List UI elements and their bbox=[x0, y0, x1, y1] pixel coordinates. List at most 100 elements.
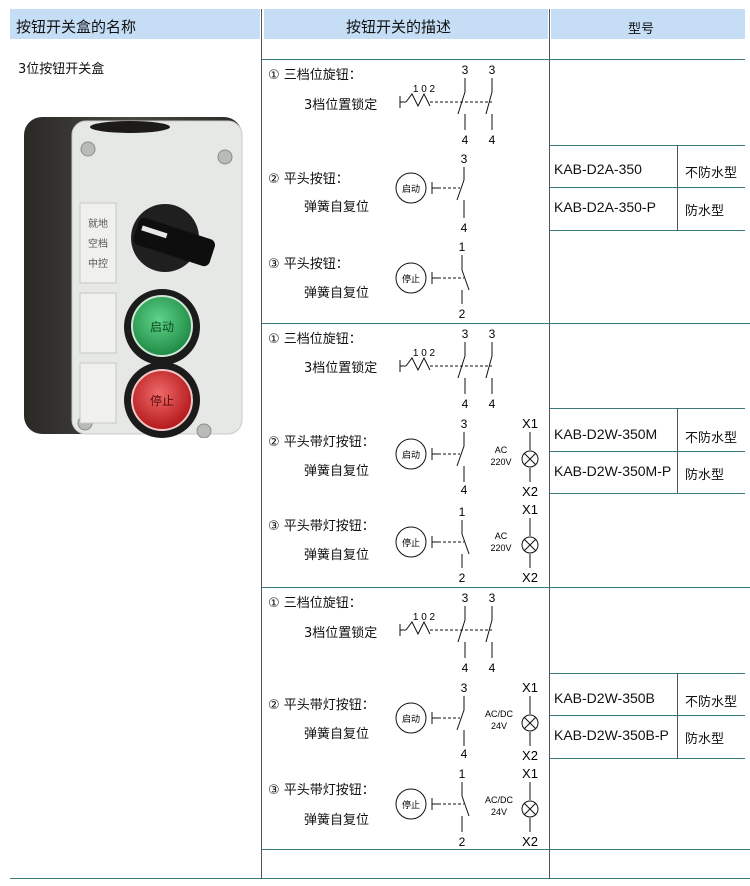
item-title: ② 平头带灯按钮： bbox=[268, 435, 375, 450]
svg-text:1: 1 bbox=[459, 240, 466, 254]
svg-text:3: 3 bbox=[489, 591, 496, 605]
row-line bbox=[262, 587, 750, 588]
column-divider-2 bbox=[549, 9, 550, 879]
model-divider bbox=[677, 673, 678, 758]
item-subtitle: 3档位置锁定 bbox=[304, 98, 378, 113]
start-icon bbox=[395, 438, 427, 470]
header-bar-1 bbox=[10, 9, 260, 39]
model-line bbox=[550, 451, 745, 452]
svg-text:3: 3 bbox=[489, 63, 496, 77]
stop-icon bbox=[395, 262, 427, 294]
svg-text:3: 3 bbox=[462, 327, 469, 341]
model-code: KAB-D2A-350 bbox=[554, 161, 642, 177]
model-line bbox=[550, 187, 745, 188]
model-code: KAB-D2W-350M-P bbox=[554, 463, 672, 479]
item-subtitle: 3档位置锁定 bbox=[304, 361, 378, 376]
model-type: 防水型 bbox=[685, 204, 725, 219]
item-title: ② 平头按钮： bbox=[268, 172, 349, 187]
svg-text:4: 4 bbox=[462, 397, 469, 411]
item-subtitle: 3档位置锁定 bbox=[304, 626, 378, 641]
svg-text:4: 4 bbox=[489, 661, 496, 675]
model-code: KAB-D2W-350B bbox=[554, 690, 655, 706]
svg-text:AC: AC bbox=[495, 531, 508, 541]
svg-text:停止: 停止 bbox=[402, 273, 420, 284]
svg-text:停止: 停止 bbox=[402, 537, 420, 548]
side-label: 空档 bbox=[88, 237, 108, 250]
svg-text:X1: X1 bbox=[522, 502, 538, 517]
svg-text:4: 4 bbox=[461, 221, 468, 235]
model-type: 防水型 bbox=[685, 732, 725, 747]
svg-text:AC: AC bbox=[495, 445, 508, 455]
stop-icon bbox=[395, 526, 427, 558]
model-code: KAB-D2W-350M bbox=[554, 426, 658, 442]
item-subtitle: 弹簧自复位 bbox=[304, 813, 370, 828]
pushbutton-symbol: 启动 3 4 bbox=[395, 152, 468, 235]
svg-text:2: 2 bbox=[459, 307, 466, 321]
start-icon bbox=[395, 702, 427, 734]
svg-text:1 0 2: 1 0 2 bbox=[413, 612, 436, 623]
svg-text:AC/DC: AC/DC bbox=[485, 709, 514, 719]
item-title: ③ 平头带灯按钮： bbox=[268, 519, 375, 534]
svg-text:X1: X1 bbox=[522, 680, 538, 695]
svg-text:启动: 启动 bbox=[402, 183, 420, 194]
svg-text:1 0 2: 1 0 2 bbox=[413, 84, 436, 95]
svg-text:启动: 启动 bbox=[150, 320, 174, 334]
svg-text:AC/DC: AC/DC bbox=[485, 795, 514, 805]
svg-text:X1: X1 bbox=[522, 766, 538, 781]
svg-text:2: 2 bbox=[459, 835, 466, 849]
side-label: 中控 bbox=[88, 257, 108, 270]
stop-button bbox=[131, 369, 193, 431]
rotary-switch-symbol: 3 3 4 4 1 0 2 bbox=[399, 591, 496, 675]
lamp-pushbutton-symbol: 停止 1 2 X1 X2 AC 220V bbox=[395, 502, 539, 585]
item-title: ③ 平头按钮： bbox=[268, 257, 349, 272]
screw-icon bbox=[196, 423, 212, 438]
svg-text:1: 1 bbox=[459, 767, 466, 781]
model-line bbox=[550, 673, 745, 674]
svg-text:3: 3 bbox=[462, 591, 469, 605]
svg-text:1: 1 bbox=[459, 505, 466, 519]
row-line bbox=[262, 59, 550, 60]
model-type: 防水型 bbox=[685, 468, 725, 483]
svg-text:3: 3 bbox=[462, 63, 469, 77]
row-line bbox=[262, 849, 750, 850]
model-line bbox=[550, 758, 745, 759]
svg-text:1 0 2: 1 0 2 bbox=[413, 348, 436, 359]
row-line bbox=[262, 878, 750, 879]
item-subtitle: 弹簧自复位 bbox=[304, 286, 370, 301]
header-name: 按钮开关盒的名称 bbox=[16, 18, 137, 36]
svg-text:220V: 220V bbox=[490, 457, 511, 467]
svg-text:X2: X2 bbox=[522, 834, 538, 849]
item-subtitle: 弹簧自复位 bbox=[304, 464, 370, 479]
svg-text:4: 4 bbox=[462, 661, 469, 675]
product-photo: 就地 空档 中控 启动 停止 bbox=[24, 117, 243, 438]
svg-text:启动: 启动 bbox=[402, 713, 420, 724]
start-button bbox=[131, 295, 193, 357]
model-code: KAB-D2A-350-P bbox=[554, 199, 656, 215]
svg-text:3: 3 bbox=[461, 152, 468, 166]
item-subtitle: 弹簧自复位 bbox=[304, 548, 370, 563]
item-subtitle: 弹簧自复位 bbox=[304, 727, 370, 742]
header-bar-3 bbox=[551, 9, 745, 39]
model-code: KAB-D2W-350B-P bbox=[554, 727, 669, 743]
row-line bbox=[10, 878, 262, 879]
screw-icon bbox=[80, 141, 96, 157]
lamp-pushbutton-symbol: 启动 3 4 X1 X2 AC 220V bbox=[395, 416, 539, 498]
svg-text:4: 4 bbox=[461, 747, 468, 761]
svg-text:X1: X1 bbox=[522, 416, 538, 431]
svg-text:24V: 24V bbox=[491, 721, 507, 731]
svg-text:24V: 24V bbox=[491, 807, 507, 817]
model-line bbox=[550, 493, 745, 494]
svg-text:4: 4 bbox=[489, 397, 496, 411]
rotary-switch-symbol: 3 3 4 4 1 0 2 bbox=[399, 63, 496, 147]
screw-icon bbox=[217, 149, 233, 165]
lamp-pushbutton-symbol: 启动 3 4 X1 X2 AC/DC 24V bbox=[395, 680, 539, 763]
svg-text:停止: 停止 bbox=[402, 799, 420, 810]
column-divider-1 bbox=[261, 9, 262, 879]
svg-text:3: 3 bbox=[461, 681, 468, 695]
item-title: ① 三档位旋钮： bbox=[268, 332, 362, 347]
svg-text:停止: 停止 bbox=[150, 393, 174, 408]
model-divider bbox=[677, 408, 678, 493]
svg-text:2: 2 bbox=[459, 571, 466, 585]
svg-text:4: 4 bbox=[461, 483, 468, 497]
row-line bbox=[550, 59, 745, 60]
